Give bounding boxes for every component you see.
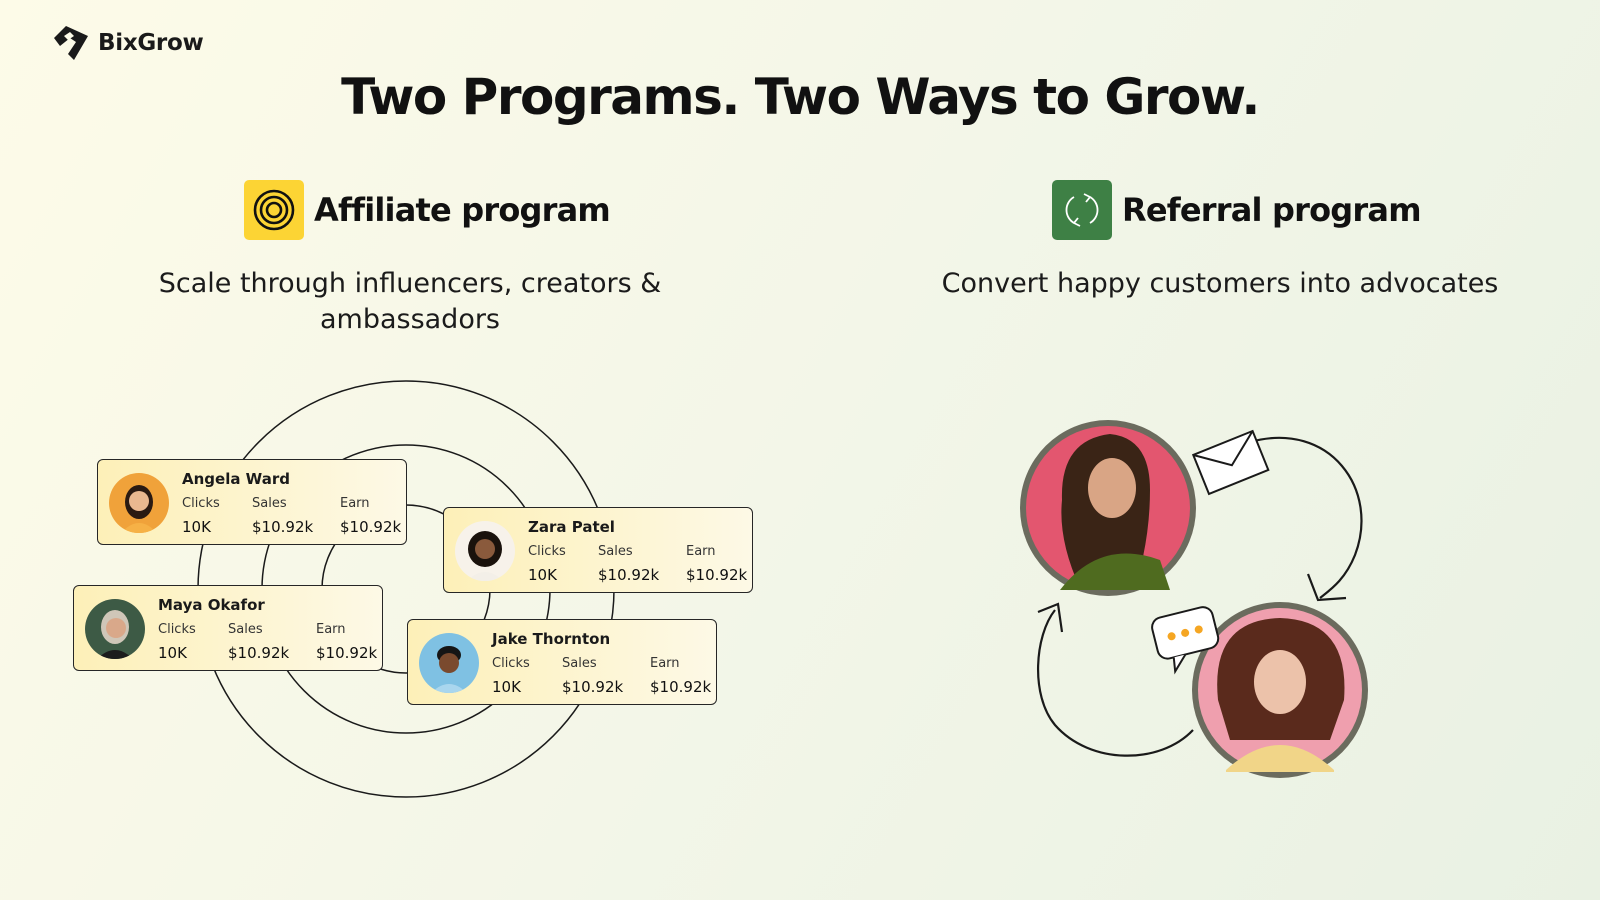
page-title: Two Programs. Two Ways to Grow. xyxy=(341,68,1260,126)
avatar xyxy=(109,473,169,533)
earn-label: Earn xyxy=(316,622,346,637)
earn-value: $10.92k xyxy=(686,566,748,584)
clicks-label: Clicks xyxy=(158,622,196,637)
referral-program-header: Referral program xyxy=(1052,180,1422,240)
earn-value: $10.92k xyxy=(650,678,712,696)
earn-value: $10.92k xyxy=(316,644,378,662)
brand-name: BixGrow xyxy=(98,30,204,56)
affiliate-program-subtitle: Scale through influencers, creators & am… xyxy=(158,268,662,335)
customer-avatar-top xyxy=(1020,420,1196,596)
earn-value: $10.92k xyxy=(340,518,402,536)
earn-label: Earn xyxy=(686,544,716,559)
avatar xyxy=(419,633,479,693)
earn-label: Earn xyxy=(340,496,370,511)
clicks-value: 10K xyxy=(158,644,187,662)
bixgrow-logo-icon xyxy=(54,26,88,60)
affiliate-card-maya-okafor[interactable]: Maya Okafor Clicks Sales Earn 10K $10.92… xyxy=(73,585,383,671)
affiliate-card-angela-ward[interactable]: Angela Ward Clicks Sales Earn 10K $10.92… xyxy=(97,459,407,545)
sales-value: $10.92k xyxy=(598,566,660,584)
affiliate-program-header: Affiliate program xyxy=(244,180,611,240)
clicks-label: Clicks xyxy=(492,656,530,671)
clicks-value: 10K xyxy=(182,518,211,536)
sales-value: $10.92k xyxy=(228,644,290,662)
clicks-value: 10K xyxy=(492,678,521,696)
affiliate-program-title: Affiliate program xyxy=(314,191,611,229)
earn-label: Earn xyxy=(650,656,680,671)
referral-program-subtitle: Convert happy customers into advocates xyxy=(941,268,1499,299)
clicks-label: Clicks xyxy=(182,496,220,511)
cycle-arrow-top xyxy=(1249,436,1363,599)
clicks-label: Clicks xyxy=(528,544,566,559)
sales-label: Sales xyxy=(252,496,287,511)
affiliate-card-jake-thornton[interactable]: Jake Thornton Clicks Sales Earn 10K $10.… xyxy=(407,619,717,705)
referral-program-title: Referral program xyxy=(1122,191,1422,229)
sales-value: $10.92k xyxy=(252,518,314,536)
customer-avatar-bottom xyxy=(1192,602,1368,778)
card-name: Maya Okafor xyxy=(158,596,265,614)
referral-illustration xyxy=(1020,420,1368,778)
brand-logo[interactable]: BixGrow xyxy=(48,22,204,64)
sales-label: Sales xyxy=(228,622,263,637)
envelope-icon xyxy=(1191,429,1270,496)
cycle-arrow-bottom xyxy=(1037,609,1194,757)
sales-label: Sales xyxy=(562,656,597,671)
card-name: Zara Patel xyxy=(528,518,615,536)
sales-label: Sales xyxy=(598,544,633,559)
card-name: Angela Ward xyxy=(182,470,290,488)
concentric-circles-icon xyxy=(244,180,304,240)
card-name: Jake Thornton xyxy=(492,630,611,648)
avatar xyxy=(455,521,515,581)
chat-bubble-icon xyxy=(1151,606,1220,675)
sales-value: $10.92k xyxy=(562,678,624,696)
affiliate-card-zara-patel[interactable]: Zara Patel Clicks Sales Earn 10K $10.92k… xyxy=(443,507,753,593)
affiliate-rings-illustration xyxy=(197,380,615,798)
clicks-value: 10K xyxy=(528,566,557,584)
refresh-arrows-icon xyxy=(1052,180,1112,240)
avatar xyxy=(85,599,145,659)
